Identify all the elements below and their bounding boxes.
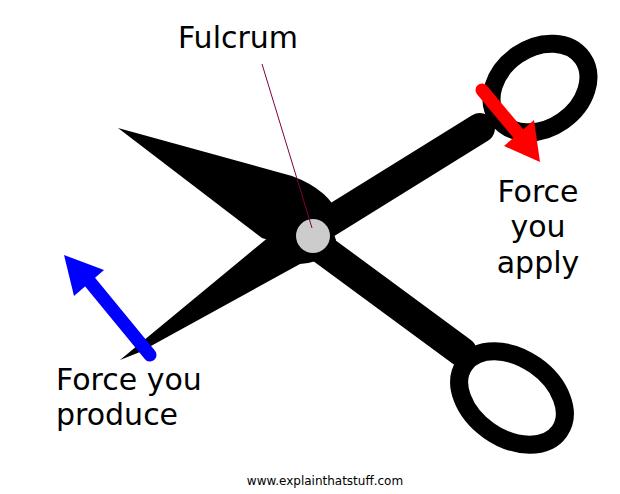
force-label: Force you apply <box>478 174 598 280</box>
watermark: www.explainthatstuff.com <box>200 474 450 488</box>
force-arrow <box>482 90 522 138</box>
pivot <box>296 219 330 253</box>
arrow-head <box>504 120 540 162</box>
handle-arm <box>322 128 480 226</box>
leader-line <box>262 64 312 228</box>
handle-ring <box>474 25 605 150</box>
handle-ring <box>442 332 583 464</box>
part-label: Fulcrum <box>178 20 318 55</box>
force-label: Force you produce <box>56 362 206 433</box>
handle-arm <box>318 246 462 352</box>
lower-blade <box>120 212 336 360</box>
force-arrow <box>90 282 150 355</box>
arrow-head <box>64 255 104 296</box>
